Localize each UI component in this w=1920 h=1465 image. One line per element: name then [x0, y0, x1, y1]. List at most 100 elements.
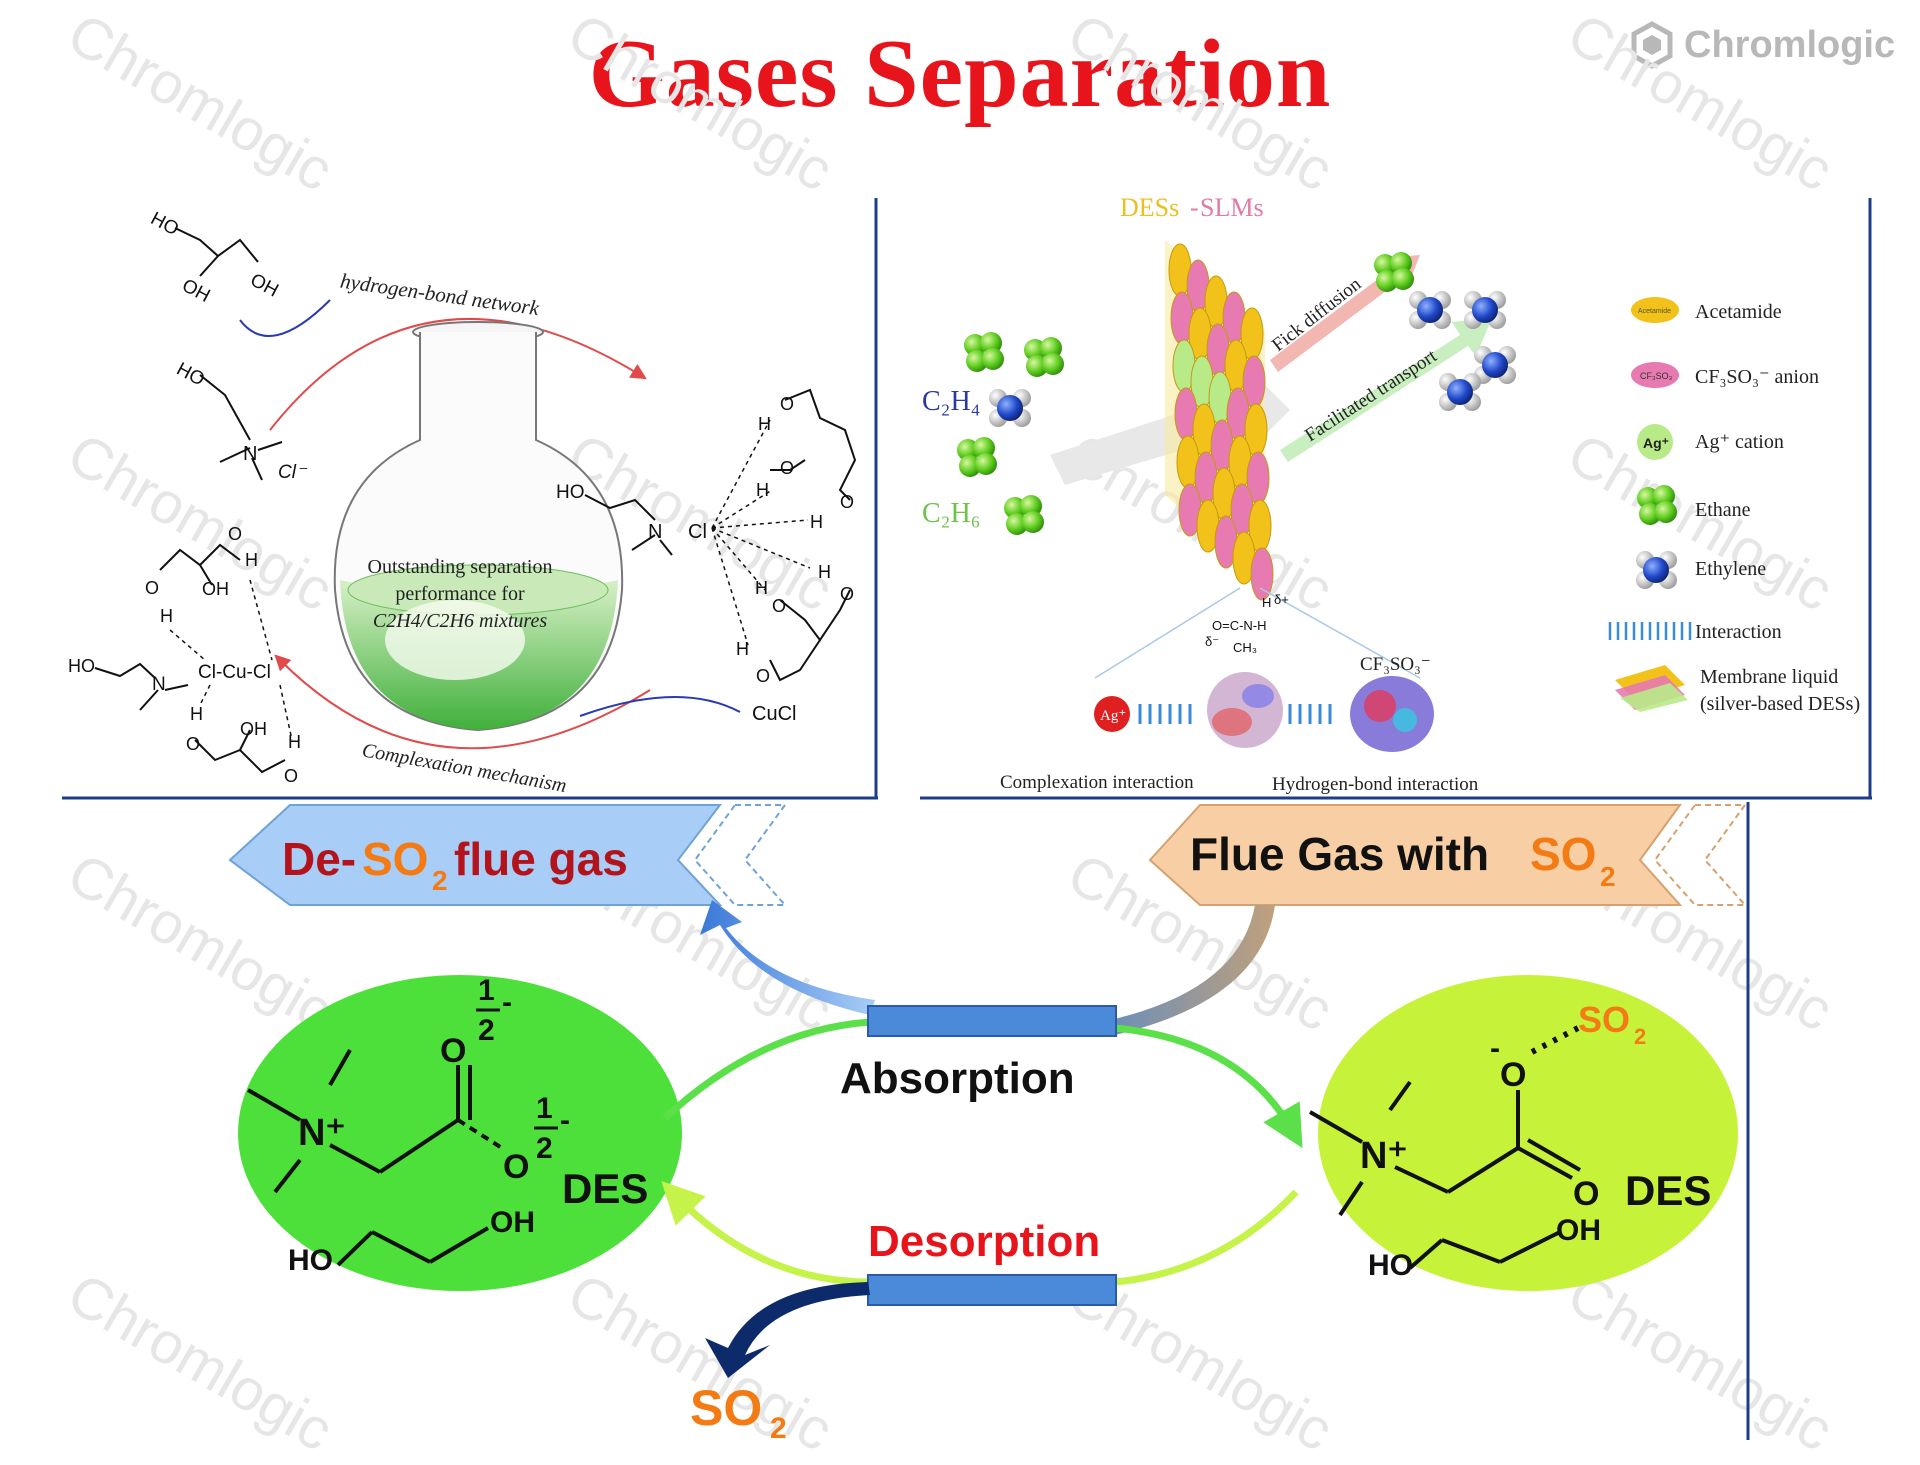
o-label: O [284, 766, 298, 786]
ethylene-molecule [1439, 373, 1481, 411]
legend-membrane-sub: (silver-based DESs) [1700, 693, 1860, 715]
legend-ethane: Ethane [1695, 499, 1751, 521]
c2h6-label: C₂H₆ [922, 498, 980, 529]
h-label: H [810, 512, 823, 532]
from-flue-arrow [1110, 905, 1275, 1035]
oh-label: OH [247, 270, 282, 302]
o-right-bottom: O [1573, 1175, 1599, 1213]
panel-hydrogen-bond-network: Outstanding separation performance for C… [62, 198, 878, 800]
oh-label: OH [202, 579, 229, 599]
half-den: 2 [478, 1014, 495, 1047]
panel-des-slms: DESs - SLMs Fick diffusion Facilitated t… [920, 193, 1872, 800]
ethane-molecule [1374, 252, 1414, 292]
flask-text-line1: Outstanding separation [368, 556, 553, 578]
o-label: O [756, 666, 770, 686]
svg-text:δ⁻: δ⁻ [1205, 634, 1219, 649]
legend: Acetamide Acetamide CF₃SO₃ CF₃SO₃⁻ anion… [1608, 297, 1860, 715]
de-so2-sub: 2 [432, 865, 448, 896]
ho-left: HO [288, 1244, 333, 1277]
logo-text: Chromlogic [1684, 23, 1896, 66]
legend-ag: Ag⁺ cation [1695, 431, 1784, 453]
legend-interaction: Interaction [1695, 621, 1782, 643]
svg-text:CH₃: CH₃ [1233, 640, 1257, 655]
de-prefix: De- [282, 833, 356, 885]
flask-text-line2: performance for [395, 583, 525, 605]
oh-label: OH [240, 719, 267, 739]
o-label: O [780, 458, 794, 478]
ho-label: HO [68, 656, 95, 676]
o-left-top: O [440, 1032, 466, 1070]
n-plus-left: N⁺ [298, 1112, 346, 1154]
svg-text:H: H [1262, 595, 1271, 610]
n-plus-label: N [648, 521, 662, 543]
so2-right-sub: 2 [1634, 1024, 1646, 1049]
absorption-bar [867, 1005, 1117, 1037]
betaine-right-structure [1309, 1025, 1581, 1270]
legend-anion: CF₃SO₃⁻ anion [1695, 366, 1819, 388]
cl-label: Cl [688, 521, 707, 543]
so2-bottom-sub: 2 [770, 1412, 787, 1440]
page-title: Gases Separation [588, 20, 1332, 128]
facilitated-arrow [1280, 318, 1492, 462]
des-right-ellipse [1318, 975, 1738, 1291]
complex-arc [274, 654, 651, 750]
hbond-caption: Hydrogen-bond interaction [1272, 774, 1479, 795]
header-des: DESs [1120, 193, 1179, 222]
n-plus-label: N [152, 674, 166, 695]
complexation-caption: Complexation interaction [1000, 772, 1194, 793]
legend-membrane: Membrane liquid [1700, 666, 1838, 688]
n-plus-label: N [243, 443, 257, 465]
hbond-label: hydrogen-bond network [339, 269, 541, 321]
cucl-complex-label: Cl-Cu-Cl [198, 662, 271, 683]
h-label: H [758, 414, 771, 434]
h-label: H [756, 480, 769, 500]
flask-mixture: C2H4/C2H6 mixtures [373, 610, 547, 632]
o-left-bottom: O [503, 1148, 529, 1186]
o-label: O [228, 524, 242, 544]
legend-membrane-swatch [1615, 665, 1688, 712]
half-den: 2 [536, 1132, 553, 1165]
legend-ag-swatch [1637, 424, 1673, 460]
oh-label: OH [178, 275, 213, 307]
half-num: 1 [536, 1092, 553, 1125]
oh-left: OH [490, 1206, 535, 1239]
desorption-bar [867, 1274, 1117, 1306]
legend-badge-ag: Ag⁺ [1643, 435, 1669, 451]
legend-anion-swatch [1631, 362, 1679, 388]
n-plus-right: N⁺ [1360, 1135, 1408, 1177]
membrane-molecule [1250, 547, 1274, 601]
legend-ethane-swatch [1637, 485, 1677, 525]
half-num: 1 [478, 974, 495, 1007]
o-label: O [780, 394, 794, 414]
header-slms: SLMs [1200, 193, 1264, 222]
flue-prefix: Flue Gas with [1190, 828, 1489, 880]
o-label: O [186, 734, 200, 754]
o-label: O [840, 584, 854, 604]
to-de-so2-arrow [700, 900, 875, 1015]
ethylene-molecule [989, 389, 1031, 427]
desorption-label: Desorption [868, 1217, 1100, 1266]
brand-logo: Chromlogic [1630, 20, 1910, 70]
o-label: O [840, 492, 854, 512]
des-left-label: DES [562, 1165, 648, 1212]
legend-ethylene: Ethylene [1695, 558, 1766, 580]
so2-release-arrow [705, 1282, 870, 1378]
cf3so3-label: CF₃SO₃⁻ [1360, 654, 1431, 675]
header-sep: - [1190, 193, 1199, 222]
h-label: H [190, 704, 203, 724]
flue-so2-sub: 2 [1600, 861, 1616, 892]
legend-badge-anion: CF₃SO₃ [1640, 371, 1673, 381]
cl-minus-label: Cl⁻ [278, 462, 308, 483]
o-label: O [772, 596, 786, 616]
betaine-left-structure [247, 1049, 507, 1267]
ethane-molecule [957, 437, 997, 477]
flue-so2: SO [1530, 828, 1596, 880]
hexagon-logo-icon [1631, 21, 1673, 69]
legend-ethylene-swatch [1636, 551, 1677, 589]
o-right-top: O [1500, 1056, 1526, 1094]
ag-ion [1094, 696, 1130, 732]
legend-badge-acetamide: Acetamide [1638, 308, 1671, 315]
h-label: H [736, 639, 749, 659]
absorption-label: Absorption [840, 1054, 1075, 1103]
